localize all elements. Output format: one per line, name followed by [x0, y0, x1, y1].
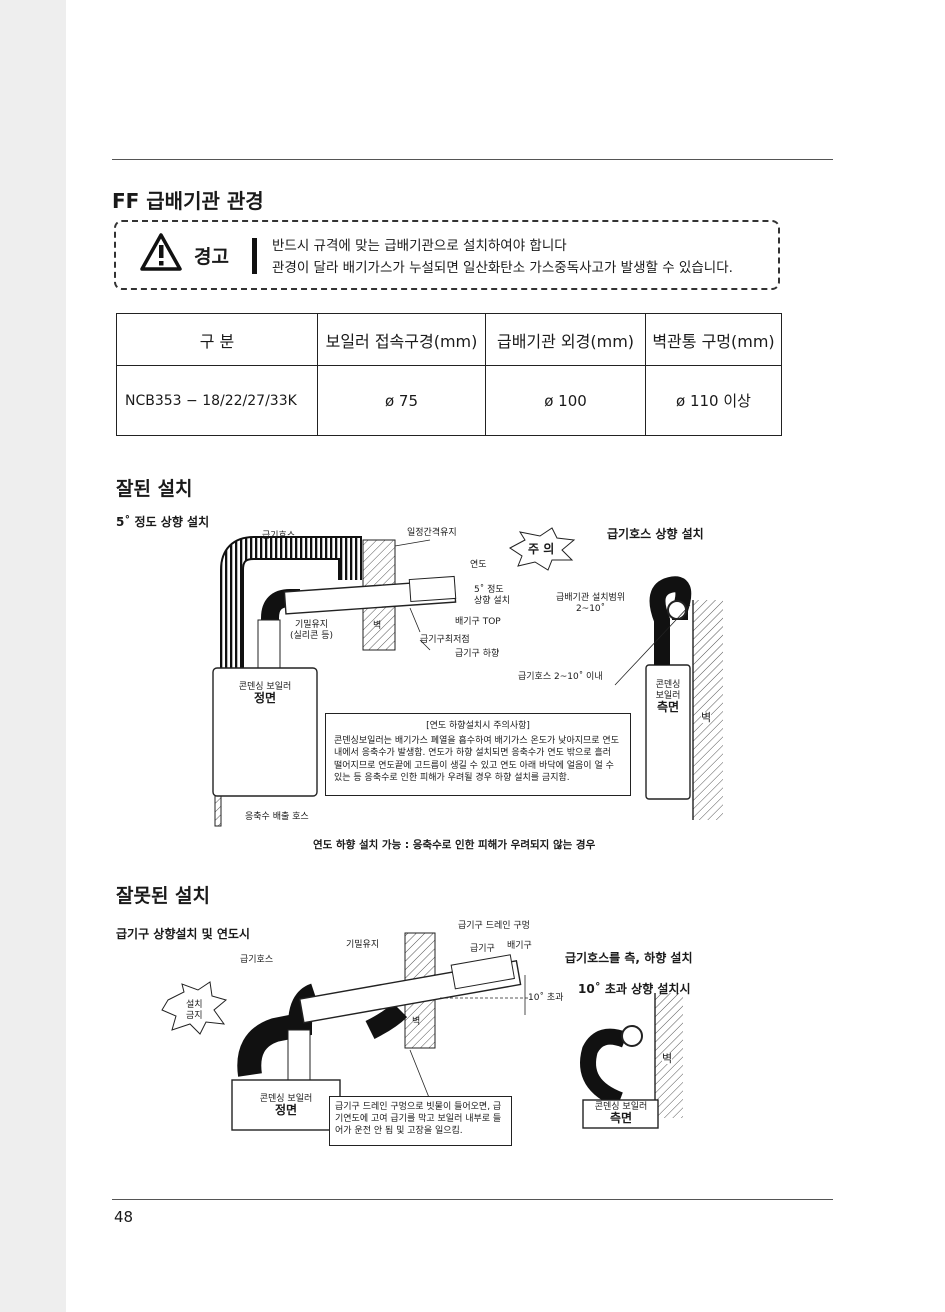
label-hose-range: 급기호스 2~10˚ 이내 — [518, 672, 603, 682]
label-exhaust-top: 배기구 TOP — [455, 617, 501, 627]
flue-pipe — [283, 579, 457, 615]
bad-note-body: 급기구 드레인 구멍으로 빗물이 들어오면, 급기연도에 고여 급기를 막고 보… — [335, 1102, 502, 1136]
header-pipe-diameter: 급배기관 외경(mm) — [485, 313, 646, 366]
warning-line-2: 관경이 달라 배기가스가 누설되면 일산화탄소 가스중독사고가 발생할 수 있습… — [272, 260, 733, 276]
note-title: [연도 하향설치시 주의사항] — [426, 721, 530, 731]
label-intake-low: 급기구최저점 — [420, 635, 470, 645]
page-number: 48 — [114, 1208, 134, 1226]
good-install-heading: 잘된 설치 — [116, 478, 193, 500]
bad-label-wall-side: 벽 — [662, 1052, 673, 1065]
header-category: 구 분 — [116, 313, 318, 366]
label-wall: 벽 — [373, 621, 382, 631]
intake-hose — [220, 536, 362, 668]
bad-hose — [237, 983, 320, 1077]
label-gap: 일정간격유지 — [407, 528, 457, 538]
label-range: 급배기관 설치범위 2~10˚ — [556, 593, 626, 614]
bad-sub-left: 급기구 상향설치 및 연도시 — [116, 927, 250, 941]
bad-side-hose — [580, 1028, 628, 1108]
bad-connector — [287, 1029, 311, 1081]
caution-label: 주 의 — [528, 542, 555, 556]
good-sub-right: 급기호스 상향 설치 — [607, 527, 704, 541]
forbidden-label: 설치 금지 — [186, 1000, 203, 1021]
bad-label-boiler-front: 콘덴싱 보일러 정면 — [259, 1094, 313, 1117]
wall-side — [693, 600, 723, 820]
warning-line-1: 반드시 규격에 맞는 급배기관으로 설치하여야 합니다 — [272, 238, 567, 254]
bad-label-intake: 급기구 — [470, 944, 495, 954]
warning-divider — [252, 238, 257, 274]
label-up5: 5˚ 정도 상향 설치 — [474, 585, 510, 606]
page-gutter — [0, 0, 66, 1312]
table-row: NCB353 − 18/22/27/33K ø 75 ø 100 ø 110 이… — [116, 365, 782, 436]
bottom-rule — [112, 1199, 833, 1200]
bad-label-wall: 벽 — [412, 1017, 421, 1027]
header-boiler-port: 보일러 접속구경(mm) — [317, 313, 486, 366]
exhaust-terminal — [408, 575, 457, 603]
warning-triangle-icon — [140, 233, 182, 271]
drain-hose — [214, 795, 222, 827]
cell-boiler-port: ø 75 — [317, 365, 486, 436]
bad-note-box: 급기구 드레인 구멍으로 빗물이 들어오면, 급기연도에 고여 급기를 막고 보… — [329, 1096, 512, 1146]
table-header-row: 구 분 보일러 접속구경(mm) 급배기관 외경(mm) 벽관통 구멍(mm) — [116, 313, 782, 366]
bad-side-pipe-end — [621, 1025, 643, 1047]
bad-exhaust-terminal — [450, 954, 516, 990]
label-wall-side: 벽 — [701, 711, 712, 724]
cell-pipe-diameter: ø 100 — [485, 365, 646, 436]
side-pipe-end — [667, 600, 687, 620]
label-boiler-front: 콘덴싱 보일러 정면 — [238, 682, 292, 705]
good-footer: 연도 하향 설치 가능 : 응축수로 인한 피해가 우려되지 않는 경우 — [313, 839, 596, 851]
spec-table: 구 분 보일러 접속구경(mm) 급배기관 외경(mm) 벽관통 구멍(mm) … — [116, 313, 782, 436]
side-hose — [649, 576, 692, 665]
boiler-connector — [257, 619, 281, 671]
bad-label-drain-hole: 급기구 드레인 구멍 — [458, 921, 530, 931]
cell-wall-hole: ø 110 이상 — [645, 365, 782, 436]
bad-hose-2 — [365, 1002, 408, 1039]
section-title: FF 급배기관 관경 — [112, 189, 264, 213]
bad-sub-right-2: 10˚ 초과 상향 설치시 — [578, 982, 691, 996]
cell-model: NCB353 − 18/22/27/33K — [116, 365, 318, 436]
bad-label-exhaust: 배기구 — [507, 941, 532, 951]
bad-label-seal: 기밀유지 — [346, 940, 380, 950]
bad-flue-pipe — [298, 960, 522, 1024]
label-drain-hose: 응축수 배출 호스 — [245, 812, 309, 822]
warning-box: 경고 반드시 규격에 맞는 급배기관으로 설치하여야 합니다 관경이 달라 배기… — [114, 220, 780, 290]
wall-section-bad — [404, 932, 436, 1049]
note-body: 콘덴싱보일러는 배기가스 폐열을 흡수하여 배기가스 온도가 낮아지므로 연도내… — [334, 735, 619, 784]
bad-label-hose: 급기호스 — [240, 955, 274, 965]
good-sub-left: 5˚ 정도 상향 설치 — [116, 515, 210, 529]
warning-label: 경고 — [194, 246, 229, 268]
bad-label-boiler-side: 콘덴싱 보일러 측면 — [594, 1102, 648, 1125]
good-note-box: [연도 하향설치시 주의사항] 콘덴싱보일러는 배기가스 폐열을 흡수하여 배기… — [325, 713, 631, 796]
wall-section — [362, 539, 396, 651]
bad-install-heading: 잘못된 설치 — [116, 885, 211, 907]
label-seal: 기밀유지 (실리콘 등) — [290, 620, 334, 641]
bad-label-over10: 10˚ 초과 — [528, 993, 564, 1003]
label-hose: 급기호스 — [262, 531, 296, 541]
label-flue: 연도 — [470, 560, 487, 570]
bad-sub-right-1: 급기호스를 측, 하향 설치 — [565, 951, 693, 965]
top-rule — [112, 159, 833, 160]
label-intake-down: 급기구 하향 — [455, 649, 500, 659]
header-wall-hole: 벽관통 구멍(mm) — [645, 313, 782, 366]
